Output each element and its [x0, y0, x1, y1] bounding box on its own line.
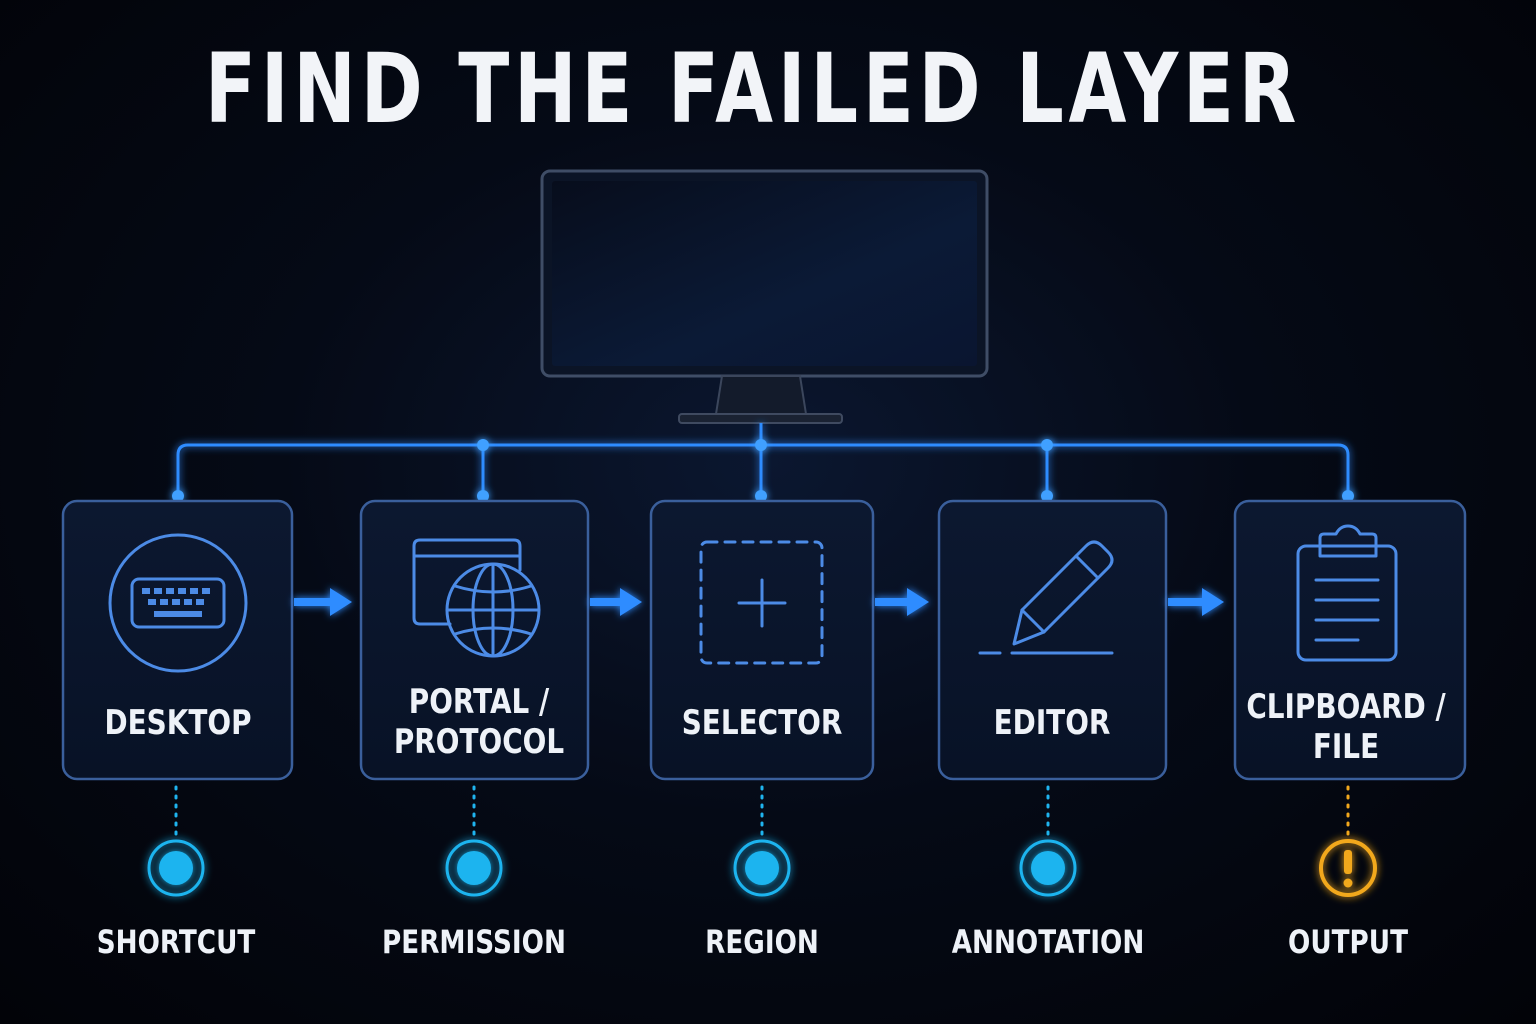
- connector-nodes: [172, 439, 1354, 502]
- status-ok-dot: [445, 839, 503, 897]
- clipboard-icon: [1296, 524, 1398, 662]
- layer-label-line: DESKTOP: [104, 703, 252, 743]
- layer-label-line: CLIPBOARD /: [1246, 687, 1446, 727]
- layer-box-desktop: [61, 499, 294, 781]
- arrow-right-icon: [1168, 588, 1224, 616]
- layer-label-selector: SELECTOR: [639, 703, 885, 743]
- page-title: FIND THE FAILED LAYER: [204, 33, 1302, 145]
- check-label-output: OUTPUT: [1288, 923, 1408, 961]
- layer-box-portal: [359, 499, 590, 781]
- layer-label-line: EDITOR: [993, 703, 1111, 743]
- pencil-icon: [978, 540, 1114, 655]
- connector-bus: [176, 423, 1350, 496]
- arrow-right-icon: [590, 588, 642, 616]
- region-select-icon: [699, 540, 824, 665]
- layer-box-selector: [649, 499, 875, 781]
- arrow-right-icon: [294, 588, 352, 616]
- status-ok-indicators: [147, 839, 1077, 897]
- warning-icon: [1319, 839, 1377, 897]
- layer-label-line: FILE: [1312, 727, 1380, 767]
- status-ok-dot: [733, 839, 791, 897]
- browser-globe-icon: [412, 538, 541, 658]
- layer-label-line: SELECTOR: [681, 703, 843, 743]
- keyboard-icon: [108, 533, 248, 673]
- check-label-permission: PERMISSION: [382, 923, 566, 961]
- layer-label-portal: PORTAL / PROTOCOL: [356, 682, 602, 762]
- layer-label-desktop: DESKTOP: [55, 703, 301, 743]
- layer-label-line: PORTAL /: [408, 682, 550, 722]
- check-label-annotation: ANNOTATION: [951, 923, 1145, 961]
- check-connectors: [174, 785, 1050, 836]
- layer-box-editor: [937, 499, 1168, 781]
- layer-label-line: PROTOCOL: [393, 722, 565, 762]
- flow-arrows: [294, 588, 1224, 616]
- arrow-right-icon: [875, 588, 929, 616]
- status-ok-dot: [147, 839, 205, 897]
- layer-label-editor: EDITOR: [929, 703, 1175, 743]
- monitor-icon: [540, 169, 989, 424]
- layer-label-clipboard: CLIPBOARD / FILE: [1223, 687, 1469, 767]
- status-ok-dot: [1019, 839, 1077, 897]
- check-label-region: REGION: [705, 923, 819, 961]
- check-label-shortcut: SHORTCUT: [96, 923, 256, 961]
